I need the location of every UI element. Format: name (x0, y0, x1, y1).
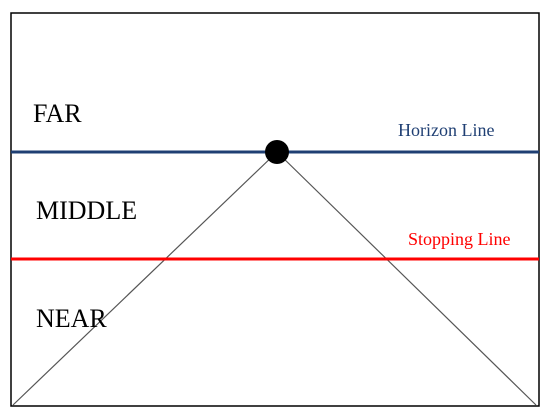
right-perspective-line (276, 151, 537, 406)
horizon-line-label: Horizon Line (398, 120, 494, 140)
zone-label-middle: MIDDLE (36, 196, 137, 225)
vanishing-point (265, 140, 289, 164)
left-perspective-line (12, 151, 278, 406)
diagram-frame (10, 12, 540, 407)
zone-label-near: NEAR (36, 304, 107, 333)
zone-label-far: FAR (33, 99, 82, 128)
stopping-line-label: Stopping Line (408, 229, 511, 249)
